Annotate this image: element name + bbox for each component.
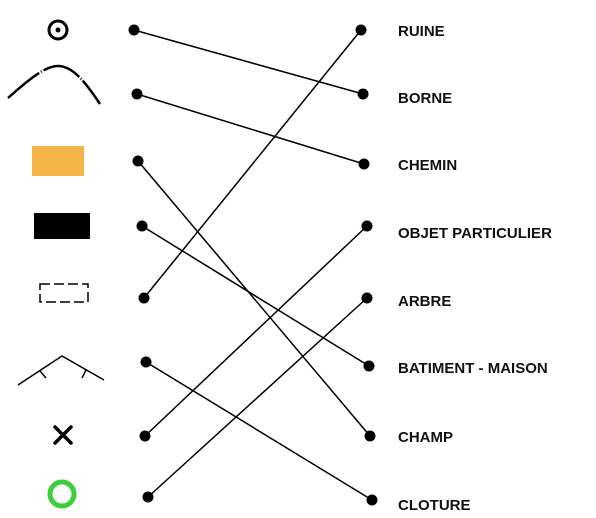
label-borne: BORNE <box>398 90 452 107</box>
black-rectangle-icon <box>34 213 90 239</box>
right-endpoint-dot[interactable] <box>361 220 373 232</box>
label-column: RUINE BORNE CHEMIN OBJET PARTICULIER ARB… <box>398 23 552 514</box>
label-objet-particulier: OBJET PARTICULIER <box>398 225 552 242</box>
dashed-rectangle-icon <box>39 283 89 303</box>
orange-rectangle-icon <box>32 146 84 176</box>
right-endpoint-dot[interactable] <box>366 494 378 506</box>
curve-line-icon <box>7 64 102 105</box>
left-endpoint-dot[interactable] <box>136 220 148 232</box>
connection-line <box>144 225 368 437</box>
right-endpoint-dot[interactable] <box>364 430 376 442</box>
label-champ: CHAMP <box>398 429 453 446</box>
left-endpoint-dot[interactable] <box>140 356 152 368</box>
label-batiment-maison: BATIMENT - MAISON <box>398 360 548 377</box>
right-endpoints <box>355 24 378 506</box>
connection-line <box>147 297 368 498</box>
connection-lines <box>133 29 373 501</box>
label-ruine: RUINE <box>398 23 445 40</box>
left-endpoint-dot[interactable] <box>142 491 154 503</box>
right-endpoint-dot[interactable] <box>363 360 375 372</box>
left-endpoints <box>128 24 154 503</box>
left-endpoint-dot[interactable] <box>132 155 144 167</box>
left-endpoint-dot[interactable] <box>138 292 150 304</box>
right-endpoint-dot[interactable] <box>355 24 367 36</box>
connection-line <box>133 29 364 95</box>
connection-line <box>141 225 370 367</box>
hatched-roof-line-icon <box>17 355 105 386</box>
right-endpoint-dot[interactable] <box>357 88 369 100</box>
green-ring-icon <box>47 479 77 509</box>
label-cloture: CLOTURE <box>398 497 471 514</box>
connection-line <box>143 29 362 299</box>
left-endpoint-dot[interactable] <box>131 88 143 100</box>
left-endpoint-dot[interactable] <box>139 430 151 442</box>
symbol-column <box>7 19 105 509</box>
left-endpoint-dot[interactable] <box>128 24 140 36</box>
label-chemin: CHEMIN <box>398 157 457 174</box>
circle-dot-icon <box>47 19 69 41</box>
right-endpoint-dot[interactable] <box>361 292 373 304</box>
connection-line <box>145 361 373 501</box>
cross-icon <box>53 425 73 445</box>
connection-line <box>137 160 371 437</box>
connection-line <box>136 93 365 165</box>
label-arbre: ARBRE <box>398 293 451 310</box>
right-endpoint-dot[interactable] <box>358 158 370 170</box>
